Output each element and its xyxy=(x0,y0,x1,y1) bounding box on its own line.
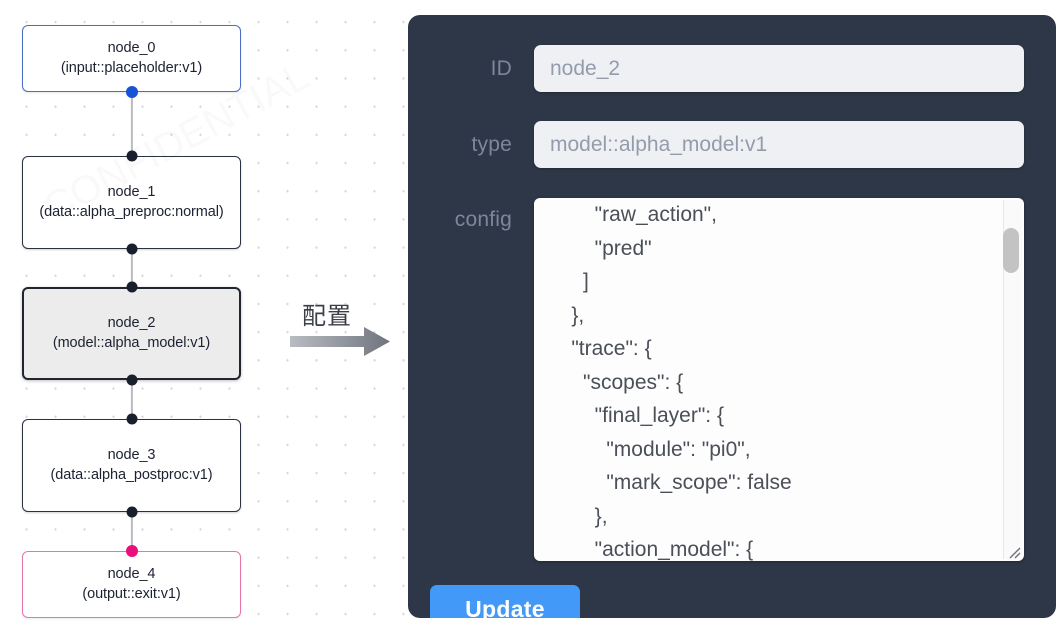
port-target-node_2[interactable] xyxy=(126,281,137,293)
graph-node-title: node_3 xyxy=(107,447,156,463)
port-target-node_4[interactable] xyxy=(125,545,138,557)
graph-node-subtitle: (output::exit:v1) xyxy=(82,585,181,602)
right-arrow-icon xyxy=(290,327,390,356)
annotation-group: 配置 xyxy=(286,296,406,366)
graph-node-title: node_1 xyxy=(107,184,156,200)
config-field-row: config "raw_action", "pred" ] }, "trace"… xyxy=(408,198,1056,561)
graph-node-node_1[interactable]: node_1(data::alpha_preproc:normal) xyxy=(22,156,241,249)
id-field-label: ID xyxy=(490,56,512,80)
graph-edge-node_2-node_3[interactable] xyxy=(130,380,133,419)
update-button[interactable]: Update xyxy=(430,585,580,618)
graph-node-subtitle: (input::placeholder:v1) xyxy=(60,59,203,76)
page-bottom-strip xyxy=(0,621,1062,643)
graph-node-label: node_4(output::exit:v1) xyxy=(82,565,180,604)
id-field-row: ID xyxy=(408,45,1056,92)
graph-node-label: node_1(data::alpha_preproc:normal) xyxy=(39,183,223,222)
type-input[interactable] xyxy=(534,121,1024,168)
port-target-node_1[interactable] xyxy=(126,150,137,162)
graph-edge-node_0-node_1[interactable] xyxy=(130,92,133,156)
port-source-node_1[interactable] xyxy=(126,243,137,255)
graph-node-subtitle: (model::alpha_model:v1) xyxy=(52,334,211,351)
graph-node-subtitle: (data::alpha_preproc:normal) xyxy=(39,203,224,220)
annotation-label: 配置 xyxy=(302,302,352,330)
flow-canvas[interactable]: CONFIDENTIAL CONFIDENTIAL node_0(input::… xyxy=(0,0,1062,621)
graph-node-node_0[interactable]: node_0(input::placeholder:v1) xyxy=(22,25,241,92)
config-textarea[interactable]: "raw_action", "pred" ] }, "trace": { "sc… xyxy=(534,198,1024,561)
resize-handle-icon[interactable] xyxy=(1005,543,1021,559)
port-source-node_0[interactable] xyxy=(125,86,138,98)
type-field-row: type xyxy=(408,121,1056,168)
node-config-panel[interactable]: ID type config "raw_action", "pred" ] },… xyxy=(408,15,1056,618)
config-textarea-wrap[interactable]: "raw_action", "pred" ] }, "trace": { "sc… xyxy=(534,198,1024,561)
type-field-label: type xyxy=(471,132,512,156)
graph-node-node_3[interactable]: node_3(data::alpha_postproc:v1) xyxy=(22,419,241,512)
config-scrollbar-track[interactable] xyxy=(1003,200,1022,559)
graph-edge-node_1-node_2[interactable] xyxy=(130,249,133,287)
graph-node-title: node_4 xyxy=(107,566,156,582)
graph-node-title: node_0 xyxy=(107,40,156,56)
port-source-node_3[interactable] xyxy=(126,506,137,518)
graph-node-node_4[interactable]: node_4(output::exit:v1) xyxy=(22,551,241,618)
graph-node-label: node_2(model::alpha_model:v1) xyxy=(53,314,210,353)
port-source-node_2[interactable] xyxy=(126,374,137,386)
id-input[interactable] xyxy=(534,45,1024,92)
graph-node-subtitle: (data::alpha_postproc:v1) xyxy=(50,466,213,483)
graph-node-label: node_0(input::placeholder:v1) xyxy=(61,39,202,78)
graph-node-label: node_3(data::alpha_postproc:v1) xyxy=(51,446,213,485)
graph-node-node_2[interactable]: node_2(model::alpha_model:v1) xyxy=(22,287,241,380)
graph-node-title: node_2 xyxy=(107,315,156,331)
graph-edge-node_3-node_4[interactable] xyxy=(130,512,133,551)
config-field-label: config xyxy=(454,208,512,231)
config-scrollbar-thumb[interactable] xyxy=(1003,228,1019,273)
port-target-node_3[interactable] xyxy=(126,413,137,425)
